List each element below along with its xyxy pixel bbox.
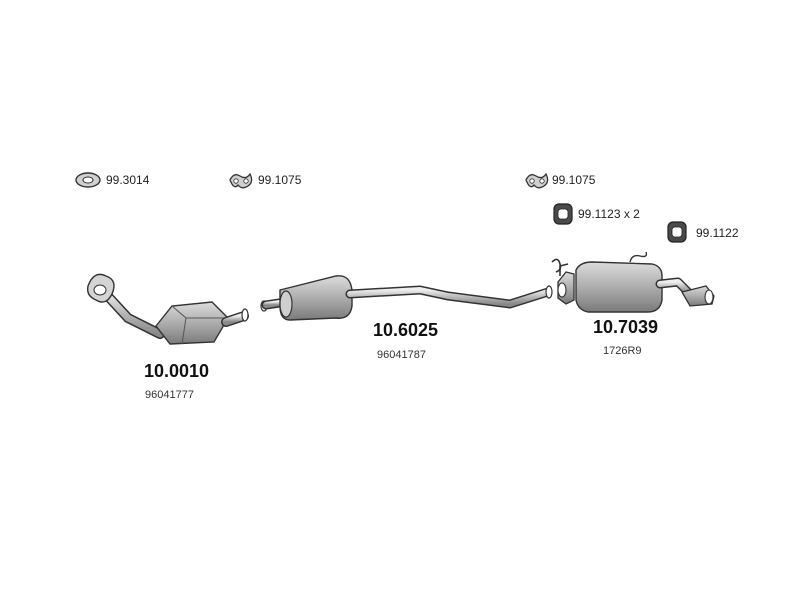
oem-number: 96041777 [145,389,194,401]
rear-silencer-inlet-icon [557,271,575,305]
rubber-hanger-icon [525,172,549,189]
part-number: 10.7039 [593,317,659,337]
rubber-ring-icon [75,172,101,188]
rubber-mount-icon [553,203,573,225]
hardware-code: 99.1075 [552,173,596,187]
middle-silencer-part [260,275,553,321]
rear-silencer-part [551,251,715,313]
hardware-code: 99.1122 [696,226,739,240]
middle-silencer-body-icon [279,275,353,321]
part-number: 10.6025 [373,320,439,340]
catalytic-converter-part [86,273,249,345]
oem-number: 96041787 [377,349,426,361]
hardware-code: 99.1075 [258,173,302,187]
catalytic-converter-body-icon [155,301,229,345]
rear-silencer-body-icon [575,251,663,313]
rubber-mount-icon [667,221,687,243]
hardware-code: 99.1123 x 2 [578,207,640,221]
hardware-code: 99.3014 [106,173,150,187]
part-number: 10.0010 [144,361,210,381]
oem-number: 1726R9 [603,345,642,357]
rubber-hanger-icon [229,172,253,189]
tailpipe-icon [681,285,715,307]
inlet-flange-icon [86,273,115,303]
